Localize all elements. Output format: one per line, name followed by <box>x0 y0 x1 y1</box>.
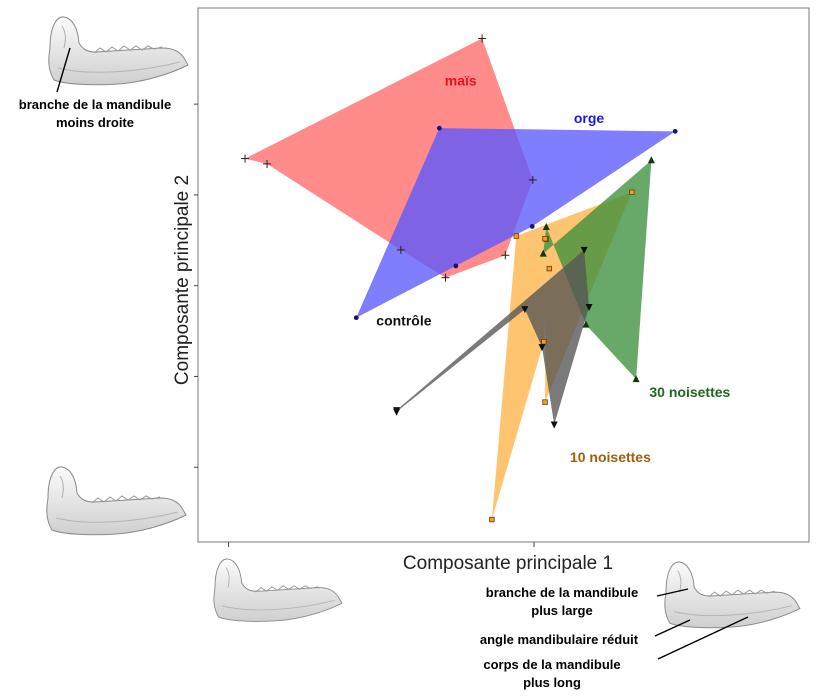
series-2-point <box>542 222 550 230</box>
annotation-leader-line <box>657 616 749 660</box>
x-axis-ticks <box>228 542 535 547</box>
series-3-point <box>546 265 553 272</box>
annotation-ramus-wider-line1: branche de la mandibule <box>486 585 638 600</box>
annotation-longer-body-line2: plus long <box>523 675 581 690</box>
series-0-point <box>528 175 537 184</box>
annotation-longer-body-line1: corps de la mandibule <box>483 657 620 672</box>
series-0-label: maïs <box>445 72 477 88</box>
series-4-point <box>521 306 529 314</box>
series-1-hull <box>356 128 676 318</box>
x-axis-title: Composante principale 1 <box>403 553 613 574</box>
mandible-illustration-bottom-center <box>213 558 343 622</box>
series-0-point <box>501 251 510 260</box>
series-4-point <box>538 344 546 352</box>
series-0-point <box>263 159 272 168</box>
series-1-point <box>436 125 442 131</box>
series-3-point <box>513 233 520 239</box>
series-4-point <box>393 407 401 415</box>
annotation-ramus-wider-line2: plus large <box>531 603 592 618</box>
series-0-point <box>441 273 450 282</box>
annotation-leader-line <box>656 588 689 597</box>
annotation-ramus-less-straight-line2: moins droite <box>56 115 134 130</box>
series-4-point <box>585 304 593 312</box>
series-3-point <box>629 189 635 195</box>
series-0-point <box>396 245 405 254</box>
y-axis-ticks <box>194 103 198 468</box>
series-2-hull <box>543 160 652 380</box>
series-4-point <box>580 246 588 254</box>
series-4-label: contrôle <box>376 313 431 329</box>
annotation-ramus-less-straight-line1: branche de la mandibule <box>19 97 171 112</box>
series-2-point <box>582 320 590 328</box>
annotation-leader-line <box>56 47 71 93</box>
series-4-hull <box>396 249 589 425</box>
series-2-point <box>539 249 547 257</box>
y-axis-title: Composante principale 2 <box>172 175 193 385</box>
series-1-label: orge <box>574 110 605 126</box>
series-1-point <box>353 315 359 321</box>
annotation-leader-line <box>654 619 691 637</box>
series-2-point <box>647 156 655 164</box>
series-3-point <box>542 399 548 405</box>
group-labels: maïs orge 30 noisettes 10 noisettes contrôle <box>376 72 730 464</box>
series-3-point <box>489 516 495 523</box>
series-4-point <box>550 421 558 429</box>
series-0-point <box>478 34 487 43</box>
series-3-point <box>542 235 548 242</box>
series-2-label: 30 noisettes <box>649 384 730 400</box>
mandible-illustration-bottom-right <box>664 561 801 629</box>
series-0-point <box>241 154 250 163</box>
series-3-point <box>541 339 547 345</box>
group-hulls <box>245 38 676 520</box>
mandible-illustration-bottom-left <box>46 466 187 536</box>
series-1-point <box>672 128 678 134</box>
series-1-point <box>453 263 459 269</box>
series-1-point <box>529 224 535 229</box>
data-markers <box>241 34 678 523</box>
annotation-reduced-angle: angle mandibulaire réduit <box>480 632 639 647</box>
series-2-point <box>632 375 640 383</box>
series-3-label: 10 noisettes <box>570 449 651 465</box>
